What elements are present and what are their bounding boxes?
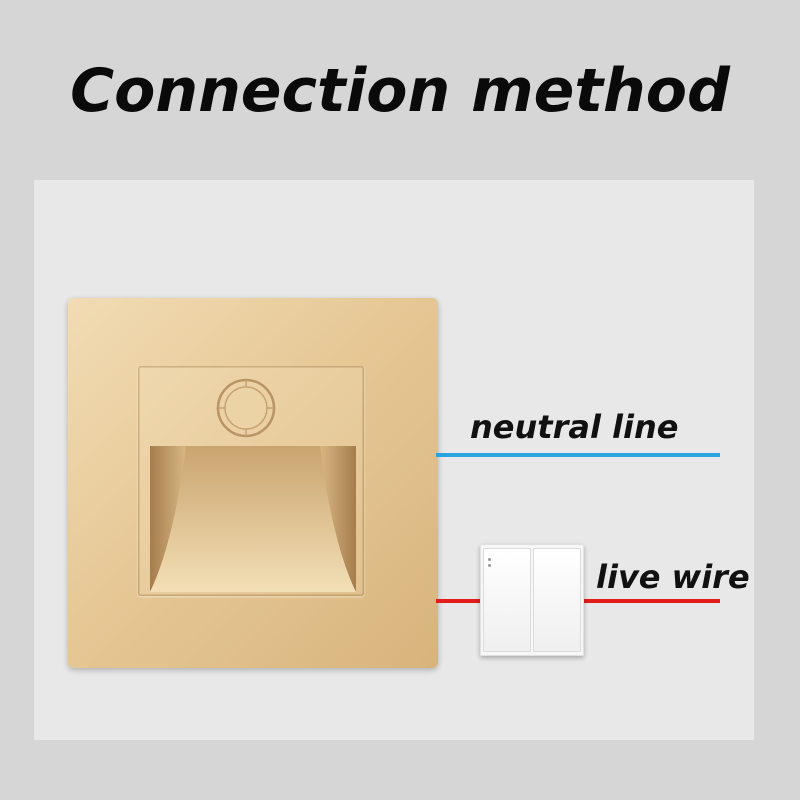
wall-switch-icon (480, 544, 584, 656)
neutral-wire (436, 453, 720, 457)
indicator-dot (488, 558, 491, 561)
switch-rocker-left (483, 548, 531, 652)
lamp-opening (150, 446, 356, 592)
live-wire-segment-right (582, 599, 720, 603)
live-wire-label: live wire (596, 558, 750, 596)
page-title: Connection method (70, 56, 730, 126)
indicator-dot (488, 564, 491, 567)
switch-rocker-right (533, 548, 581, 652)
motion-sensor-icon (216, 378, 276, 438)
live-wire-segment-left (436, 599, 484, 603)
neutral-line-label: neutral line (470, 408, 679, 446)
